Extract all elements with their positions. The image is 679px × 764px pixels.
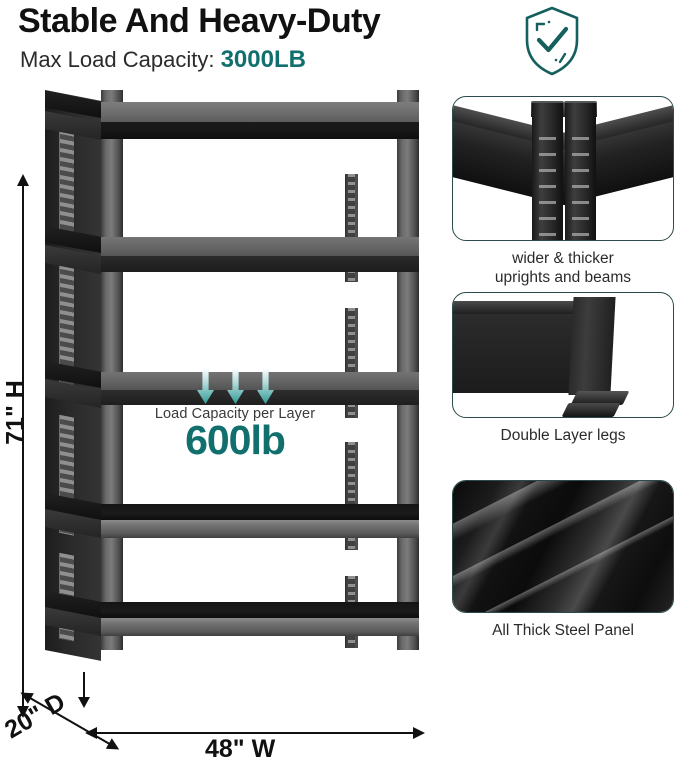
width-dimension-label: 48" W: [205, 735, 276, 763]
feature-image-legs: [452, 292, 674, 418]
feature-panel-legs: Double Layer legs: [452, 292, 674, 445]
shelf-beam: [101, 256, 419, 272]
steel-surface-art: [453, 481, 673, 612]
side-panel-edge: [453, 301, 575, 314]
feature-image-steel: [452, 480, 674, 613]
product-illustration: Load Capacity per Layer 600lb 71" H 48" …: [0, 80, 445, 763]
page-title: Stable And Heavy-Duty: [18, 2, 381, 40]
upright-slot-strip: [572, 137, 589, 237]
depth-dimension-label: 20" D: [0, 687, 71, 745]
down-arrow-icon: [256, 368, 274, 404]
shelf-deck: [101, 372, 419, 390]
front-post-left: [101, 90, 123, 650]
feature-caption-line1: Double Layer legs: [500, 427, 626, 444]
feature-panel-list: wider & thicker uprights and beams Doubl…: [452, 96, 679, 686]
shelving-unit: [45, 90, 430, 661]
shelf-deck: [101, 602, 419, 618]
load-capacity-value: 600lb: [185, 417, 286, 463]
post-slot-strip: [348, 174, 355, 282]
feature-panel-steel: All Thick Steel Panel: [452, 480, 674, 640]
feature-caption-uprights: wider & thicker uprights and beams: [452, 249, 674, 287]
side-panel-art: [453, 301, 575, 393]
height-dimension-label: 71" H: [1, 380, 30, 445]
max-load-capacity-value: 3000LB: [220, 46, 306, 73]
feature-panel-uprights: wider & thicker uprights and beams: [452, 96, 674, 287]
shelf-beam: [101, 618, 419, 636]
shelf-deck: [101, 237, 419, 256]
load-capacity-callout: Load Capacity per Layer 600lb: [140, 368, 330, 463]
shelf-deck: [101, 102, 419, 122]
upright-art: [568, 297, 616, 395]
upright-left-art: [532, 103, 563, 240]
shelf-beam: [101, 122, 419, 139]
shelf-deck: [101, 504, 419, 520]
down-arrow-icon: [196, 368, 214, 404]
down-arrow-icon: [226, 368, 244, 404]
feature-image-uprights: [452, 96, 674, 241]
upright-slot-strip: [539, 137, 556, 237]
shield-check-icon: [521, 4, 583, 78]
upright-slot-strip: [59, 120, 75, 244]
post-slot-strip: [348, 308, 355, 418]
shelf-beam: [101, 390, 419, 405]
depth-guide-arrow: [78, 672, 90, 708]
shelf-beam: [101, 520, 419, 538]
feature-caption-line1: wider & thicker: [512, 250, 614, 267]
front-post-right: [397, 90, 419, 650]
feature-caption-legs: Double Layer legs: [452, 426, 674, 445]
feature-caption-line2: uprights and beams: [494, 269, 632, 287]
leg-layer-lower: [561, 403, 621, 417]
post-slot-strip: [348, 442, 355, 550]
load-capacity-label: Load Capacity per Layer: [154, 406, 316, 422]
width-dimension-line: [85, 727, 425, 739]
feature-caption-line1: All Thick Steel Panel: [492, 622, 634, 639]
feature-caption-steel: All Thick Steel Panel: [452, 621, 674, 640]
load-arrow-group: [140, 368, 330, 404]
max-load-capacity-line: Max Load Capacity: 3000LB: [20, 46, 306, 74]
upright-right-art: [565, 103, 596, 240]
max-load-capacity-label: Max Load Capacity:: [20, 47, 215, 72]
